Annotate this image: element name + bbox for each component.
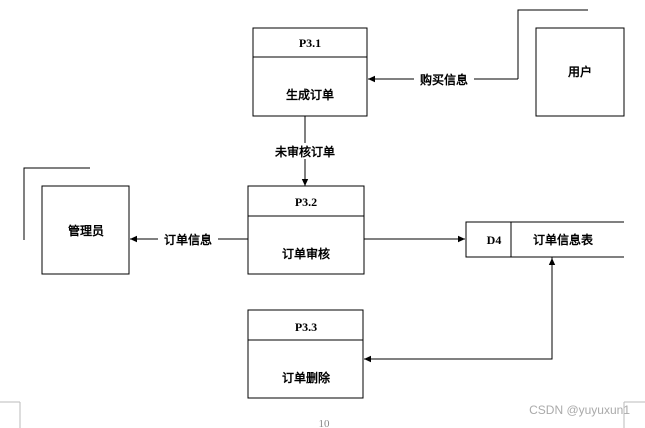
process-p3-3-id: P3.3 bbox=[295, 320, 317, 334]
page-margin-marks bbox=[0, 401, 645, 428]
entity-admin-label: 管理员 bbox=[68, 223, 104, 238]
datastore-d4: D4 订单信息表 bbox=[465, 221, 624, 258]
flow-unreviewed-order: 未审核订单 bbox=[272, 116, 338, 186]
process-p3-2-id: P3.2 bbox=[295, 195, 317, 209]
flow-d4-p3-3 bbox=[364, 257, 553, 363]
process-p3-3-name: 订单删除 bbox=[282, 370, 331, 385]
watermark: CSDN @yuyuxun1 bbox=[529, 403, 630, 417]
entity-user: 用户 bbox=[517, 9, 625, 117]
flow-order-info-label: 订单信息 bbox=[164, 232, 212, 247]
flow-unreviewed-order-label: 未审核订单 bbox=[274, 144, 335, 159]
flow-order-info: 订单信息 bbox=[130, 231, 248, 247]
entity-admin: 管理员 bbox=[23, 167, 130, 275]
process-p3-2: P3.2 订单审核 bbox=[247, 185, 365, 275]
process-p3-1: P3.1 生成订单 bbox=[252, 27, 368, 117]
process-p3-2-name: 订单审核 bbox=[282, 246, 330, 261]
datastore-d4-name: 订单信息表 bbox=[533, 232, 594, 247]
page-number: 10 bbox=[319, 418, 331, 428]
entity-user-label: 用户 bbox=[567, 64, 592, 79]
process-p3-3: P3.3 订单删除 bbox=[247, 309, 364, 399]
flow-purchase-info: 购买信息 bbox=[368, 71, 518, 87]
process-p3-1-name: 生成订单 bbox=[286, 87, 334, 102]
flow-purchase-info-label: 购买信息 bbox=[420, 72, 468, 87]
process-p3-1-id: P3.1 bbox=[299, 36, 321, 50]
datastore-d4-id: D4 bbox=[487, 233, 502, 247]
